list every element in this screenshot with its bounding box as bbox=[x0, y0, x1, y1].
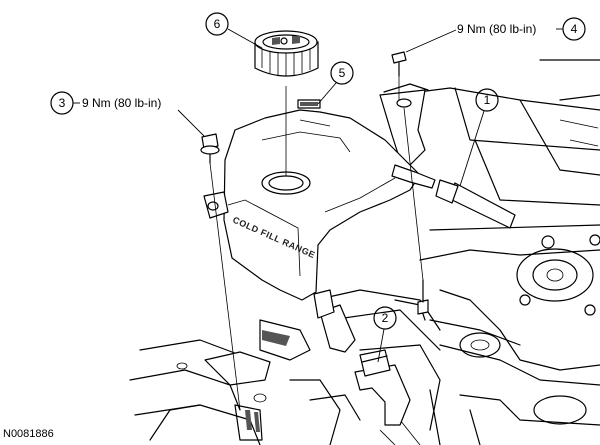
callout-6-number: 6 bbox=[214, 17, 221, 31]
callout-3: 3 9 Nm (80 lb-in) bbox=[50, 91, 205, 137]
callout-2: 2 bbox=[373, 306, 397, 363]
callout-1-number: 1 bbox=[484, 93, 491, 107]
callout-4: 4 9 Nm (80 lb-in) bbox=[405, 17, 586, 53]
bolt-3 bbox=[200, 133, 220, 164]
callout-1: 1 bbox=[459, 88, 499, 187]
engine-bay-structure bbox=[129, 51, 600, 445]
alignment-lines bbox=[209, 76, 424, 411]
pressure-cap bbox=[254, 30, 319, 77]
callout-5-number: 5 bbox=[339, 66, 346, 80]
callout-3-number: 3 bbox=[59, 96, 66, 110]
callout-6 bbox=[205, 12, 263, 49]
figure-id: N0081886 bbox=[3, 428, 54, 440]
coolant-reservoir: COLD FILL RANGE bbox=[203, 99, 436, 353]
callout-4-torque: 9 Nm (80 lb-in) bbox=[457, 22, 536, 36]
callout-3-torque: 9 Nm (80 lb-in) bbox=[82, 96, 161, 110]
callout-5: 5 bbox=[317, 61, 354, 105]
callout-4-number: 4 bbox=[571, 22, 578, 36]
callout-2-number: 2 bbox=[382, 311, 389, 325]
